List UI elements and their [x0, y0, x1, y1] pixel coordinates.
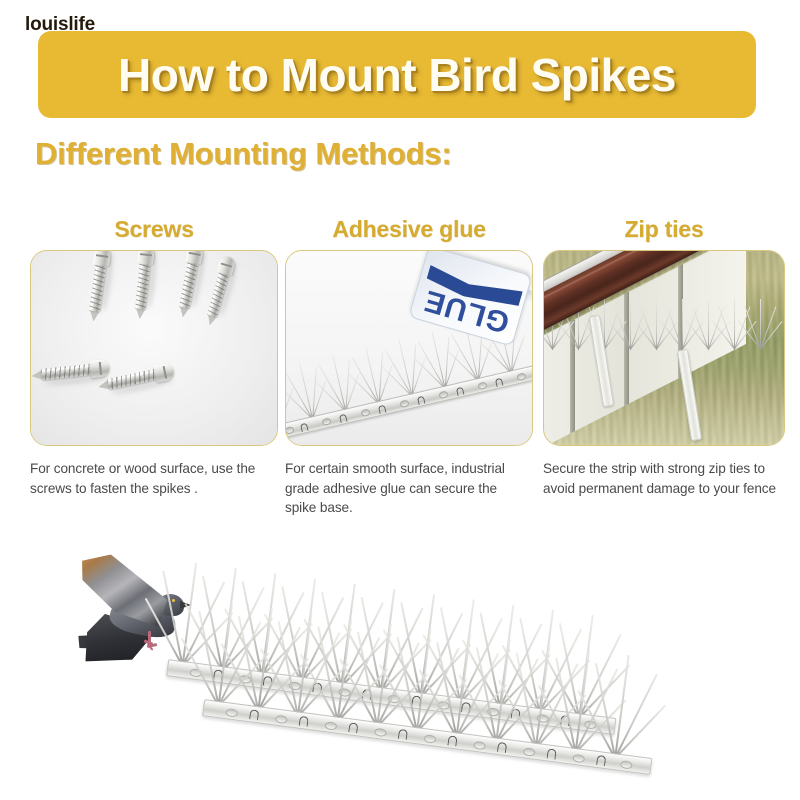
adhesive-glue-photo: GLUE [285, 250, 533, 446]
glue-scene: GLUE [286, 251, 532, 445]
section-subtitle: Different Mounting Methods: [35, 136, 451, 172]
method-card-adhesive-glue: Adhesive glue [285, 214, 533, 518]
spike [708, 299, 709, 349]
page-title: How to Mount Bird Spikes [38, 48, 756, 102]
spike [682, 299, 683, 349]
method-card-zip-ties: Zip ties Secure the strip with s [543, 214, 785, 498]
screws-photo [30, 250, 278, 446]
zip-ties-scene [544, 251, 784, 445]
spike [604, 299, 605, 349]
spike [734, 299, 735, 349]
method-card-screws: Screws [30, 214, 278, 498]
method-title-zip-ties: Zip ties [543, 214, 785, 250]
pigeon-eye [172, 599, 175, 602]
glue-bottle: GLUE [404, 250, 533, 347]
seller-watermark: louislife [25, 14, 95, 36]
zip-ties-photo [543, 250, 785, 446]
spike [760, 299, 761, 349]
spike [630, 299, 631, 349]
method-caption-screws: For concrete or wood surface, use the sc… [30, 459, 278, 498]
method-caption-zip-ties: Secure the strip with strong zip ties to… [543, 459, 785, 498]
hero-product-section [0, 530, 800, 800]
pigeon-foot [144, 631, 160, 650]
glue-bottle-body: GLUE [408, 250, 532, 347]
method-title-screws: Screws [30, 214, 278, 250]
screws-scene [31, 251, 277, 445]
header-banner: How to Mount Bird Spikes [38, 31, 756, 118]
method-caption-adhesive-glue: For certain smooth surface, industrial g… [285, 459, 533, 518]
spike-strip [285, 337, 533, 441]
method-title-adhesive-glue: Adhesive glue [285, 214, 533, 250]
spike [656, 299, 657, 349]
mounting-methods-row: Screws [0, 214, 800, 519]
spike [614, 705, 665, 759]
spike-cluster [285, 337, 533, 402]
